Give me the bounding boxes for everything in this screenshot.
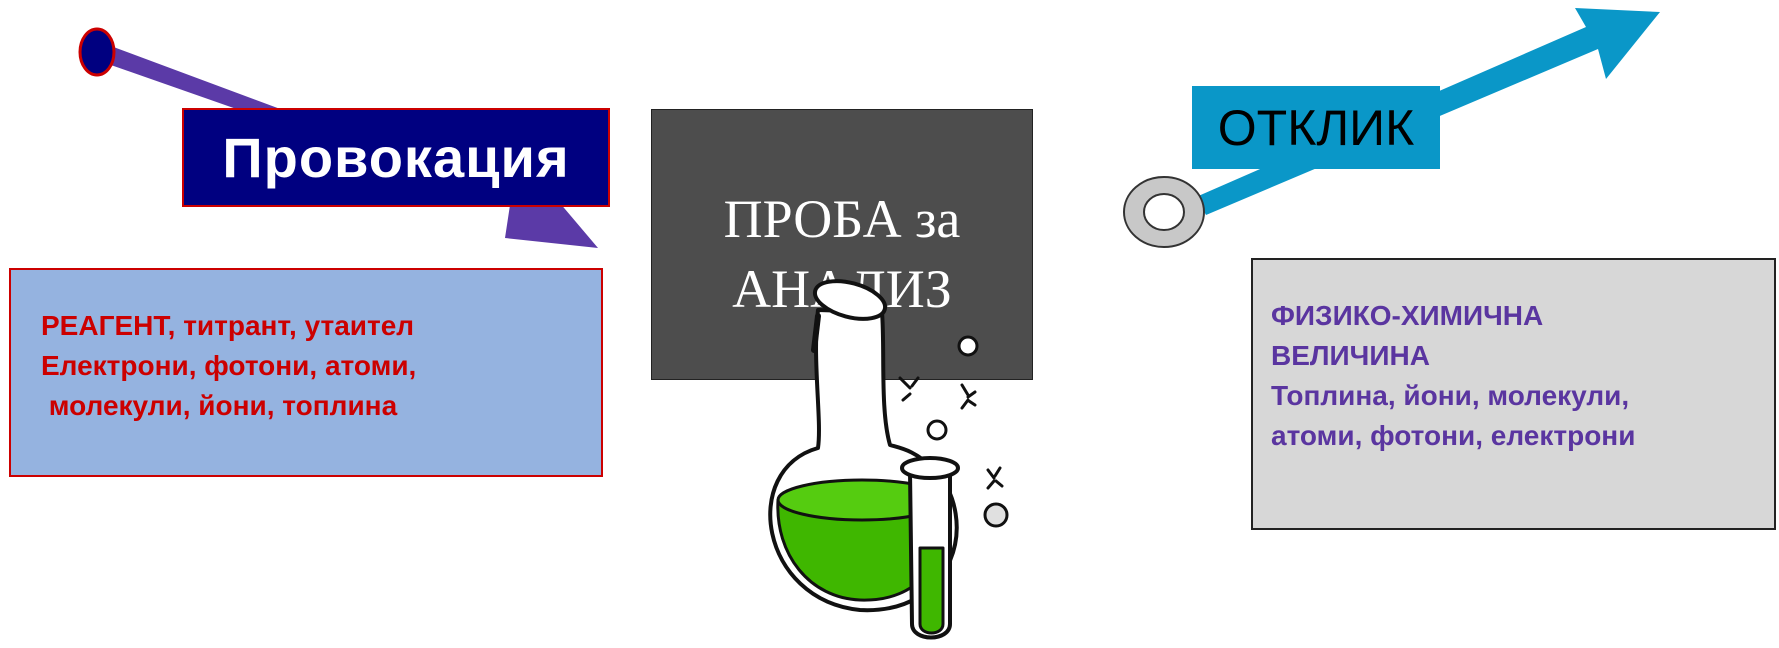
sample-line: АНАЛИЗ [732, 259, 952, 319]
sample-box: ПРОБА за АНАЛИЗ [651, 109, 1033, 380]
input-arrow-bulb [78, 27, 116, 77]
reagent-line: молекули, йони, топлина [41, 390, 398, 421]
output-arrow-ring [1123, 176, 1205, 248]
provocation-label: Провокация [182, 108, 610, 207]
quantity-line: ФИЗИКО-ХИМИЧНА [1271, 300, 1544, 331]
sample-line: ПРОБА за [723, 189, 961, 249]
response-label: ОТКЛИК [1192, 86, 1440, 169]
reagent-box: РЕАГЕНТ, титрант, утаител Електрони, фот… [9, 268, 603, 477]
quantity-line: атоми, фотони, електрони [1271, 420, 1636, 451]
quantity-line: ВЕЛИЧИНА [1271, 340, 1430, 371]
quantity-line: Топлина, йони, молекули, [1271, 380, 1630, 411]
reagent-line: РЕАГЕНТ, титрант, утаител [41, 310, 415, 341]
quantity-box: ФИЗИКО-ХИМИЧНА ВЕЛИЧИНА Топлина, йони, м… [1251, 258, 1776, 530]
reagent-line: Електрони, фотони, атоми, [41, 350, 417, 381]
